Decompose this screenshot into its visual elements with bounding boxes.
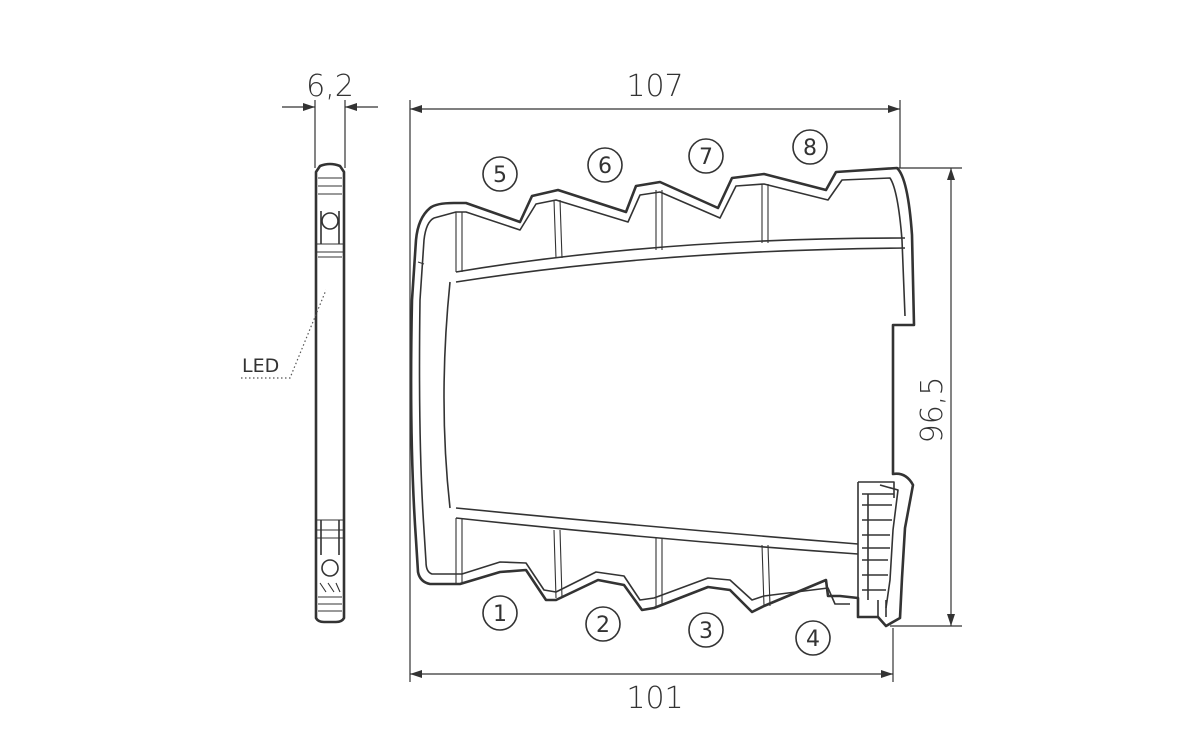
terminal-1: 1 [482,595,518,631]
bottom-clip-icon [321,559,339,577]
terminal-3: 3 [688,612,724,648]
arrow-left-icon [410,105,422,113]
terminal-6: 6 [587,147,623,183]
terminal-5: 5 [482,156,518,192]
height-label: 96,5 [915,377,950,444]
terminal-8: 8 [792,129,828,165]
svg-text:5: 5 [493,163,507,188]
arrow-up-icon [947,168,955,180]
arrow-right-icon [881,670,893,678]
top-width-label: 107 [626,69,683,104]
svg-text:6: 6 [598,154,612,179]
led-label: LED [242,355,279,377]
arrow-left-icon [345,103,357,111]
arrow-left-icon [410,670,422,678]
terminal-7: 7 [688,138,724,174]
din-clip [857,481,895,617]
housing-outline [409,166,916,628]
svg-text:1: 1 [493,602,507,627]
front-view: 107 101 96,5 [409,69,962,716]
svg-text:4: 4 [806,627,820,652]
svg-text:8: 8 [803,136,817,161]
terminal-numbers: 5 6 7 8 1 2 3 4 [482,129,831,656]
terminal-2: 2 [585,606,621,642]
svg-text:7: 7 [699,145,713,170]
bottom-width-label: 101 [626,681,683,716]
svg-text:2: 2 [596,613,610,638]
arrow-right-icon [888,105,900,113]
side-width-label: 6,2 [306,69,354,104]
arrow-right-icon [303,103,315,111]
top-clip-icon [321,212,339,230]
terminal-4: 4 [795,620,831,656]
side-body-outline [314,162,346,624]
arrow-down-icon [947,614,955,626]
svg-text:3: 3 [699,619,713,644]
housing-inner [418,177,906,609]
side-view: 6,2 LED [241,69,378,624]
